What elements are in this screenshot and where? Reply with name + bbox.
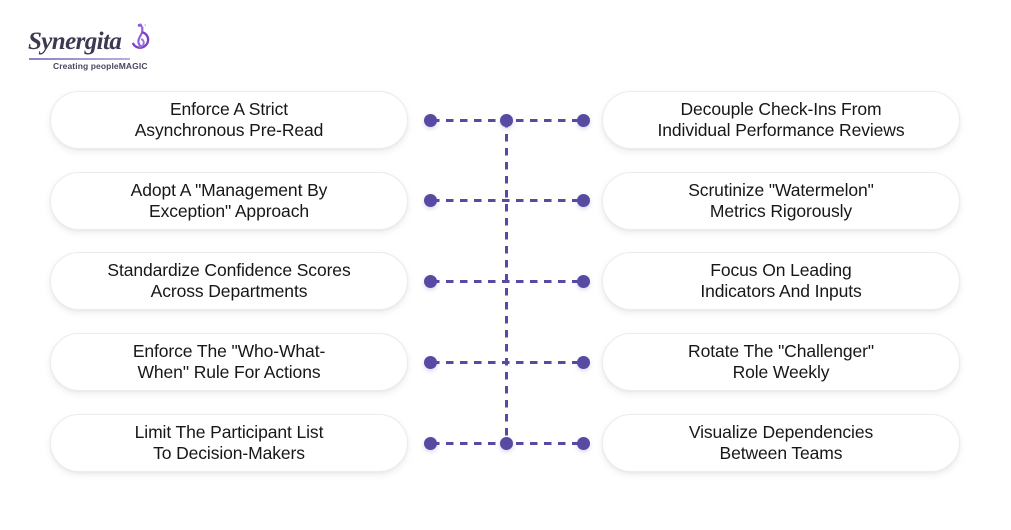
- synergita-logo: Synergita Creating peopleMAGIC: [28, 23, 150, 72]
- card-left-1[interactable]: Enforce A Strict Asynchronous Pre-Read: [50, 91, 408, 149]
- card-label: Standardize Confidence Scores Across Dep…: [107, 260, 351, 301]
- synergita-swirl-icon: [126, 23, 150, 56]
- card-label: Rotate The "Challenger" Role Weekly: [688, 341, 874, 382]
- connector-dot-left-3: [423, 274, 437, 288]
- card-right-1[interactable]: Decouple Check-Ins From Individual Perfo…: [602, 91, 960, 149]
- connector-dot-right-3: [576, 274, 590, 288]
- card-right-5[interactable]: Visualize Dependencies Between Teams: [602, 414, 960, 472]
- card-label: Adopt A "Management By Exception" Approa…: [130, 179, 328, 221]
- card-right-3[interactable]: Focus On Leading Indicators And Inputs: [602, 252, 960, 310]
- card-right-4[interactable]: Rotate The "Challenger" Role Weekly: [602, 333, 960, 391]
- connector-dot-center-5: [500, 436, 513, 450]
- connector-dot-left-4: [423, 355, 437, 369]
- card-label: Limit The Participant List To Decision-M…: [134, 422, 324, 463]
- card-label: Enforce A Strict Asynchronous Pre-Read: [134, 99, 324, 140]
- card-left-2[interactable]: Adopt A "Management By Exception" Approa…: [50, 171, 408, 230]
- card-right-2[interactable]: Scrutinize "Watermelon" Metrics Rigorous…: [602, 171, 960, 230]
- connector-dot-left-5: [423, 436, 437, 450]
- connector-dot-left-2: [423, 194, 437, 207]
- card-label: Focus On Leading Indicators And Inputs: [700, 260, 862, 301]
- card-label: Decouple Check-Ins From Individual Perfo…: [657, 99, 905, 140]
- connector-dot-right-1: [576, 113, 590, 127]
- connector-dot-right-2: [576, 194, 590, 207]
- connector-dot-left-1: [423, 113, 437, 127]
- connector-vertical-spine: [505, 120, 508, 443]
- card-label: Visualize Dependencies Between Teams: [688, 422, 874, 463]
- card-label: Enforce The "Who-What- When" Rule For Ac…: [132, 341, 326, 382]
- card-left-5[interactable]: Limit The Participant List To Decision-M…: [50, 414, 408, 472]
- card-label: Scrutinize "Watermelon" Metrics Rigorous…: [688, 179, 874, 221]
- logo-underline: [29, 58, 130, 60]
- logo-wordmark: Synergita: [28, 28, 122, 55]
- card-left-4[interactable]: Enforce The "Who-What- When" Rule For Ac…: [50, 333, 408, 391]
- logo-tagline: Creating peopleMAGIC: [53, 61, 148, 71]
- card-left-3[interactable]: Standardize Confidence Scores Across Dep…: [50, 252, 408, 310]
- connector-dot-right-5: [576, 436, 590, 450]
- connector-dot-right-4: [576, 355, 590, 369]
